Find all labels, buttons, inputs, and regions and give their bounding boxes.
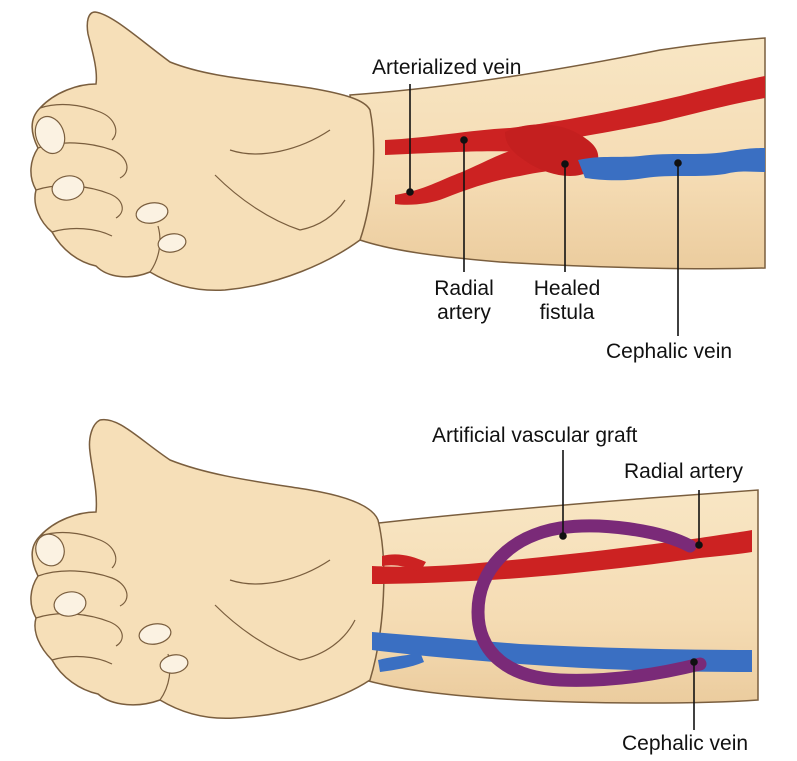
label-healed-fistula: Healed fistula (530, 277, 604, 325)
label-arterialized-vein: Arterialized vein (372, 56, 521, 80)
label-cephalic-vein-top: Cephalic vein (606, 340, 732, 364)
label-radial-artery-bottom: Radial artery (624, 460, 743, 484)
label-radial-artery-top-line2: artery (428, 301, 500, 325)
label-artificial-vascular-graft: Artificial vascular graft (432, 424, 637, 448)
label-radial-artery-top: Radial artery (428, 277, 500, 325)
hand-top (31, 12, 374, 290)
label-cephalic-vein-bottom: Cephalic vein (622, 732, 748, 756)
label-radial-artery-top-line1: Radial (428, 277, 500, 301)
label-healed-fistula-line1: Healed (530, 277, 604, 301)
hand-bottom (31, 420, 384, 719)
label-healed-fistula-line2: fistula (530, 301, 604, 325)
